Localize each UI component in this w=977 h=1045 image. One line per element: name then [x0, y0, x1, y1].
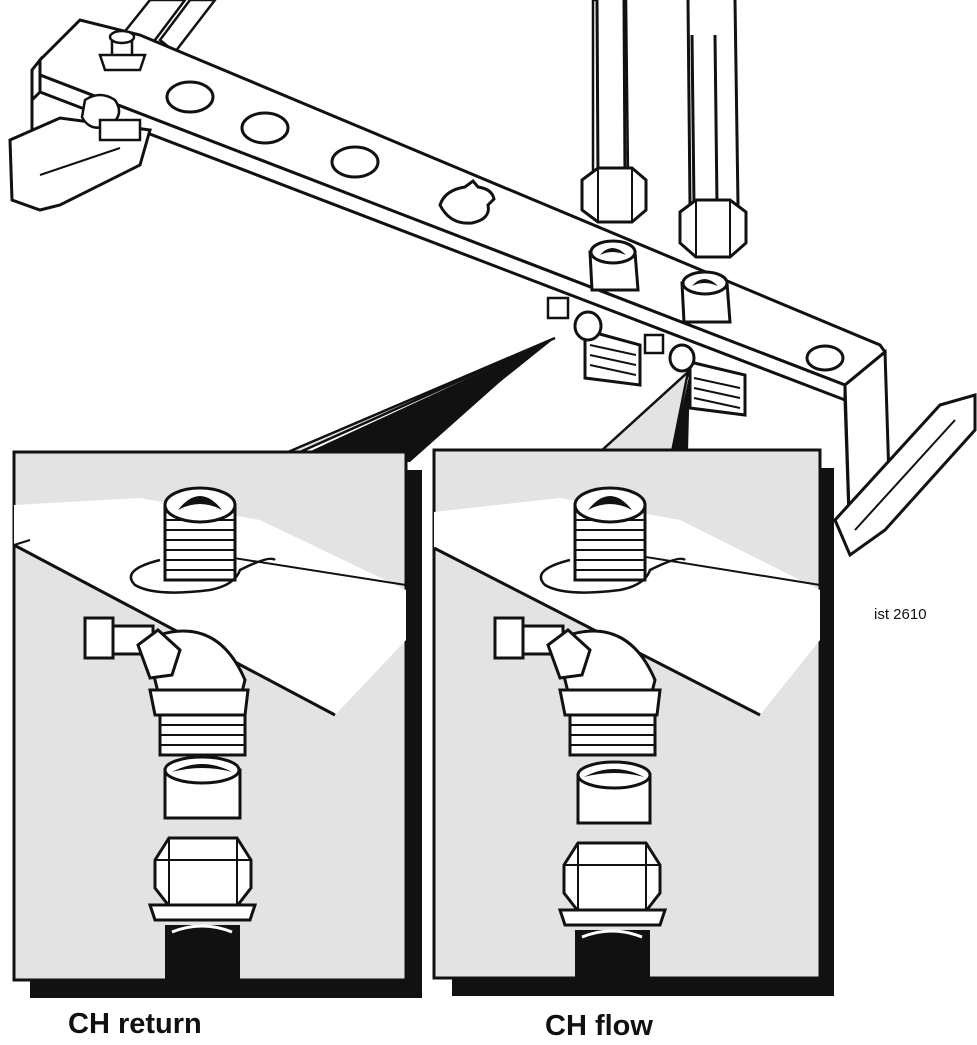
detail-panel-flow: [432, 448, 834, 996]
figure-reference: ist 2610: [874, 606, 927, 623]
clip-icon: [129, 557, 276, 594]
callout-beams: [287, 336, 690, 462]
clip-icon: [539, 557, 686, 594]
detail-panel-return: [12, 450, 422, 998]
mounting-rail: [8, 0, 977, 558]
label-ch-flow: CH flow: [545, 1010, 653, 1042]
valve-icon: [546, 239, 747, 417]
label-ch-return: CH return: [68, 1008, 202, 1040]
nut-icon: [580, 166, 748, 259]
